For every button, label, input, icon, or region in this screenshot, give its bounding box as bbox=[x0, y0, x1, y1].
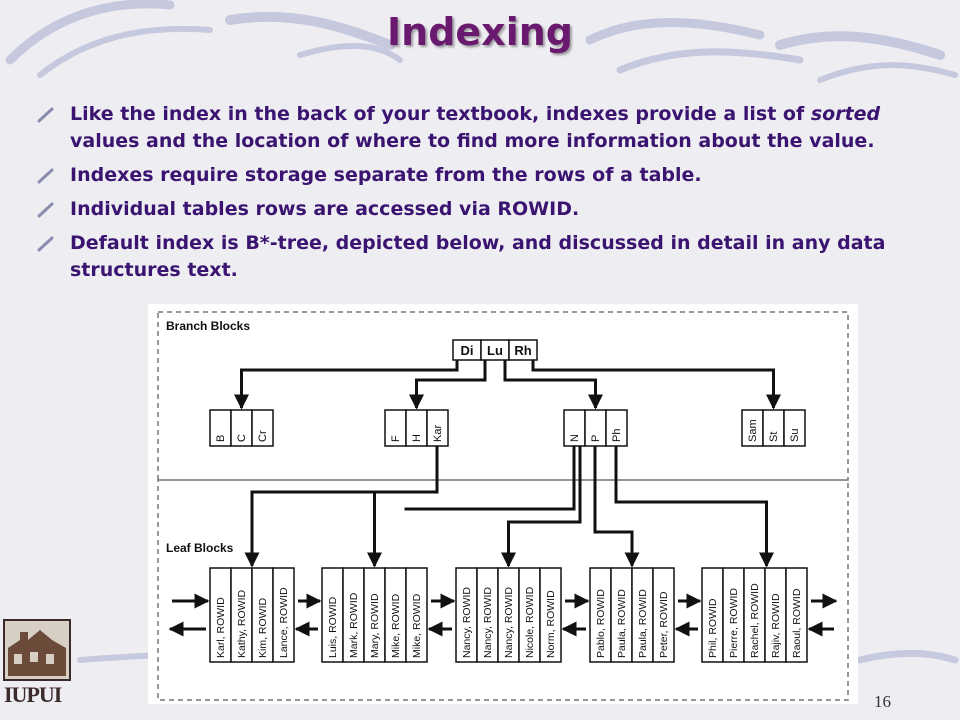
leaf-entry-label: Paula, ROWID bbox=[616, 589, 628, 658]
page-number: 16 bbox=[874, 692, 891, 711]
bullet-item: Default index is B*-tree, depicted below… bbox=[34, 230, 944, 284]
branch-key-label: C bbox=[236, 434, 248, 442]
leaf-blocks-label: Leaf Blocks bbox=[166, 541, 234, 555]
bullet-text-end: values and the location of where to find… bbox=[70, 130, 875, 152]
leaf-entry-cell bbox=[652, 567, 675, 663]
leaf-entry-label: Rajiv, ROWID bbox=[770, 593, 782, 658]
branch-key-label: P bbox=[590, 435, 602, 442]
bullet-swoosh-icon bbox=[37, 236, 54, 252]
leaf-entry-label: Mary, ROWID bbox=[369, 593, 381, 658]
leaf-entry-cell bbox=[539, 567, 562, 663]
root-connector bbox=[234, 360, 459, 410]
leaf-entry-label: Pablo, ROWID bbox=[595, 589, 607, 658]
leaf-entry-label: Peter, ROWID bbox=[658, 591, 670, 658]
slide-title: Indexing bbox=[387, 10, 573, 54]
branch-key-label: Ph bbox=[611, 429, 623, 442]
branch-connector bbox=[244, 446, 439, 568]
bullet-item: Indexes require storage separate from th… bbox=[34, 162, 944, 189]
branch-key-cell bbox=[783, 409, 806, 447]
bullet-item: Like the index in the back of your textb… bbox=[34, 101, 944, 155]
bullet-list: Like the index in the back of your textb… bbox=[34, 101, 944, 291]
branch-region bbox=[157, 311, 849, 481]
leaf-entry-label: Luis, ROWID bbox=[327, 596, 339, 658]
root-connector bbox=[531, 360, 781, 410]
bullet-text-start: Like the index in the back of your textb… bbox=[70, 103, 811, 125]
logo-text: IUPUI bbox=[4, 682, 62, 707]
bullet-text: Default index is B*-tree, depicted below… bbox=[70, 232, 886, 281]
leaf-entry-cell bbox=[785, 567, 808, 663]
root-key-label: Rh bbox=[514, 343, 531, 358]
branch-key-cell bbox=[251, 409, 274, 447]
leaf-entry-label: Nancy, ROWID bbox=[482, 587, 494, 658]
root-connector bbox=[503, 360, 603, 410]
bullet-swoosh-icon bbox=[37, 107, 54, 123]
leaf-entry-label: Nicole, ROWID bbox=[524, 586, 536, 658]
branch-key-label: Su bbox=[789, 429, 801, 442]
branch-connector bbox=[593, 446, 640, 568]
iupui-logo bbox=[3, 619, 71, 681]
leaf-entry-label: Norm, ROWID bbox=[545, 590, 557, 658]
leaf-entry-label: Kathy, ROWID bbox=[236, 590, 248, 658]
bullet-text: Indexes require storage separate from th… bbox=[70, 164, 702, 186]
root-key-label: Lu bbox=[487, 343, 503, 358]
leaf-entry-label: Rachel, ROWID bbox=[749, 583, 761, 658]
leaf-entry-label: Karl, ROWID bbox=[215, 597, 227, 658]
btree-diagram: Branch Blocks Leaf Blocks Di Lu RhB C Cr F H Ka… bbox=[148, 304, 858, 704]
leaf-entry-label: Paula, ROWID bbox=[637, 589, 649, 658]
branch-key-label: Sam bbox=[747, 419, 759, 442]
branch-connector bbox=[614, 446, 774, 568]
leaf-entry-label: Pierre, ROWID bbox=[728, 588, 740, 658]
branch-key-label: Kar bbox=[432, 425, 444, 442]
leaf-entry-label: Lance, ROWID bbox=[278, 587, 290, 658]
leaf-region bbox=[157, 479, 849, 701]
bullet-emphasis: sorted bbox=[810, 103, 881, 125]
leaf-entry-cell bbox=[272, 567, 295, 663]
leaf-entry-label: Nancy, ROWID bbox=[461, 587, 473, 658]
branch-key-label: N bbox=[569, 434, 581, 442]
bullet-item: Individual tables rows are accessed via … bbox=[34, 196, 944, 223]
bullet-swoosh-icon bbox=[37, 202, 54, 218]
leaf-entry-cell bbox=[405, 567, 428, 663]
branch-connector bbox=[367, 490, 437, 568]
branch-key-label: H bbox=[411, 434, 423, 442]
root-key-label: Di bbox=[461, 343, 474, 358]
bullet-swoosh-icon bbox=[37, 168, 54, 184]
branch-connector bbox=[404, 446, 576, 511]
leaf-entry-label: Nancy, ROWID bbox=[503, 587, 515, 658]
branch-key-label: B bbox=[215, 435, 227, 442]
root-key-cell bbox=[508, 339, 538, 361]
leaf-entry-label: Mike, ROWID bbox=[390, 593, 402, 658]
root-connector bbox=[409, 360, 487, 410]
leaf-entry-label: Raoul, ROWID bbox=[791, 588, 803, 658]
branch-key-label: St bbox=[768, 432, 780, 442]
bullet-text: Individual tables rows are accessed via … bbox=[70, 198, 580, 220]
branch-blocks-label: Branch Blocks bbox=[166, 319, 250, 333]
branch-connector bbox=[501, 446, 582, 568]
leaf-entry-label: Kim, ROWID bbox=[257, 598, 269, 658]
branch-key-label: F bbox=[390, 435, 402, 442]
branch-key-label: Cr bbox=[257, 430, 269, 442]
leaf-entry-label: Mike, ROWID bbox=[411, 593, 423, 658]
leaf-entry-label: Mark, ROWID bbox=[348, 592, 360, 658]
leaf-entry-label: Phil, ROWID bbox=[707, 598, 719, 658]
